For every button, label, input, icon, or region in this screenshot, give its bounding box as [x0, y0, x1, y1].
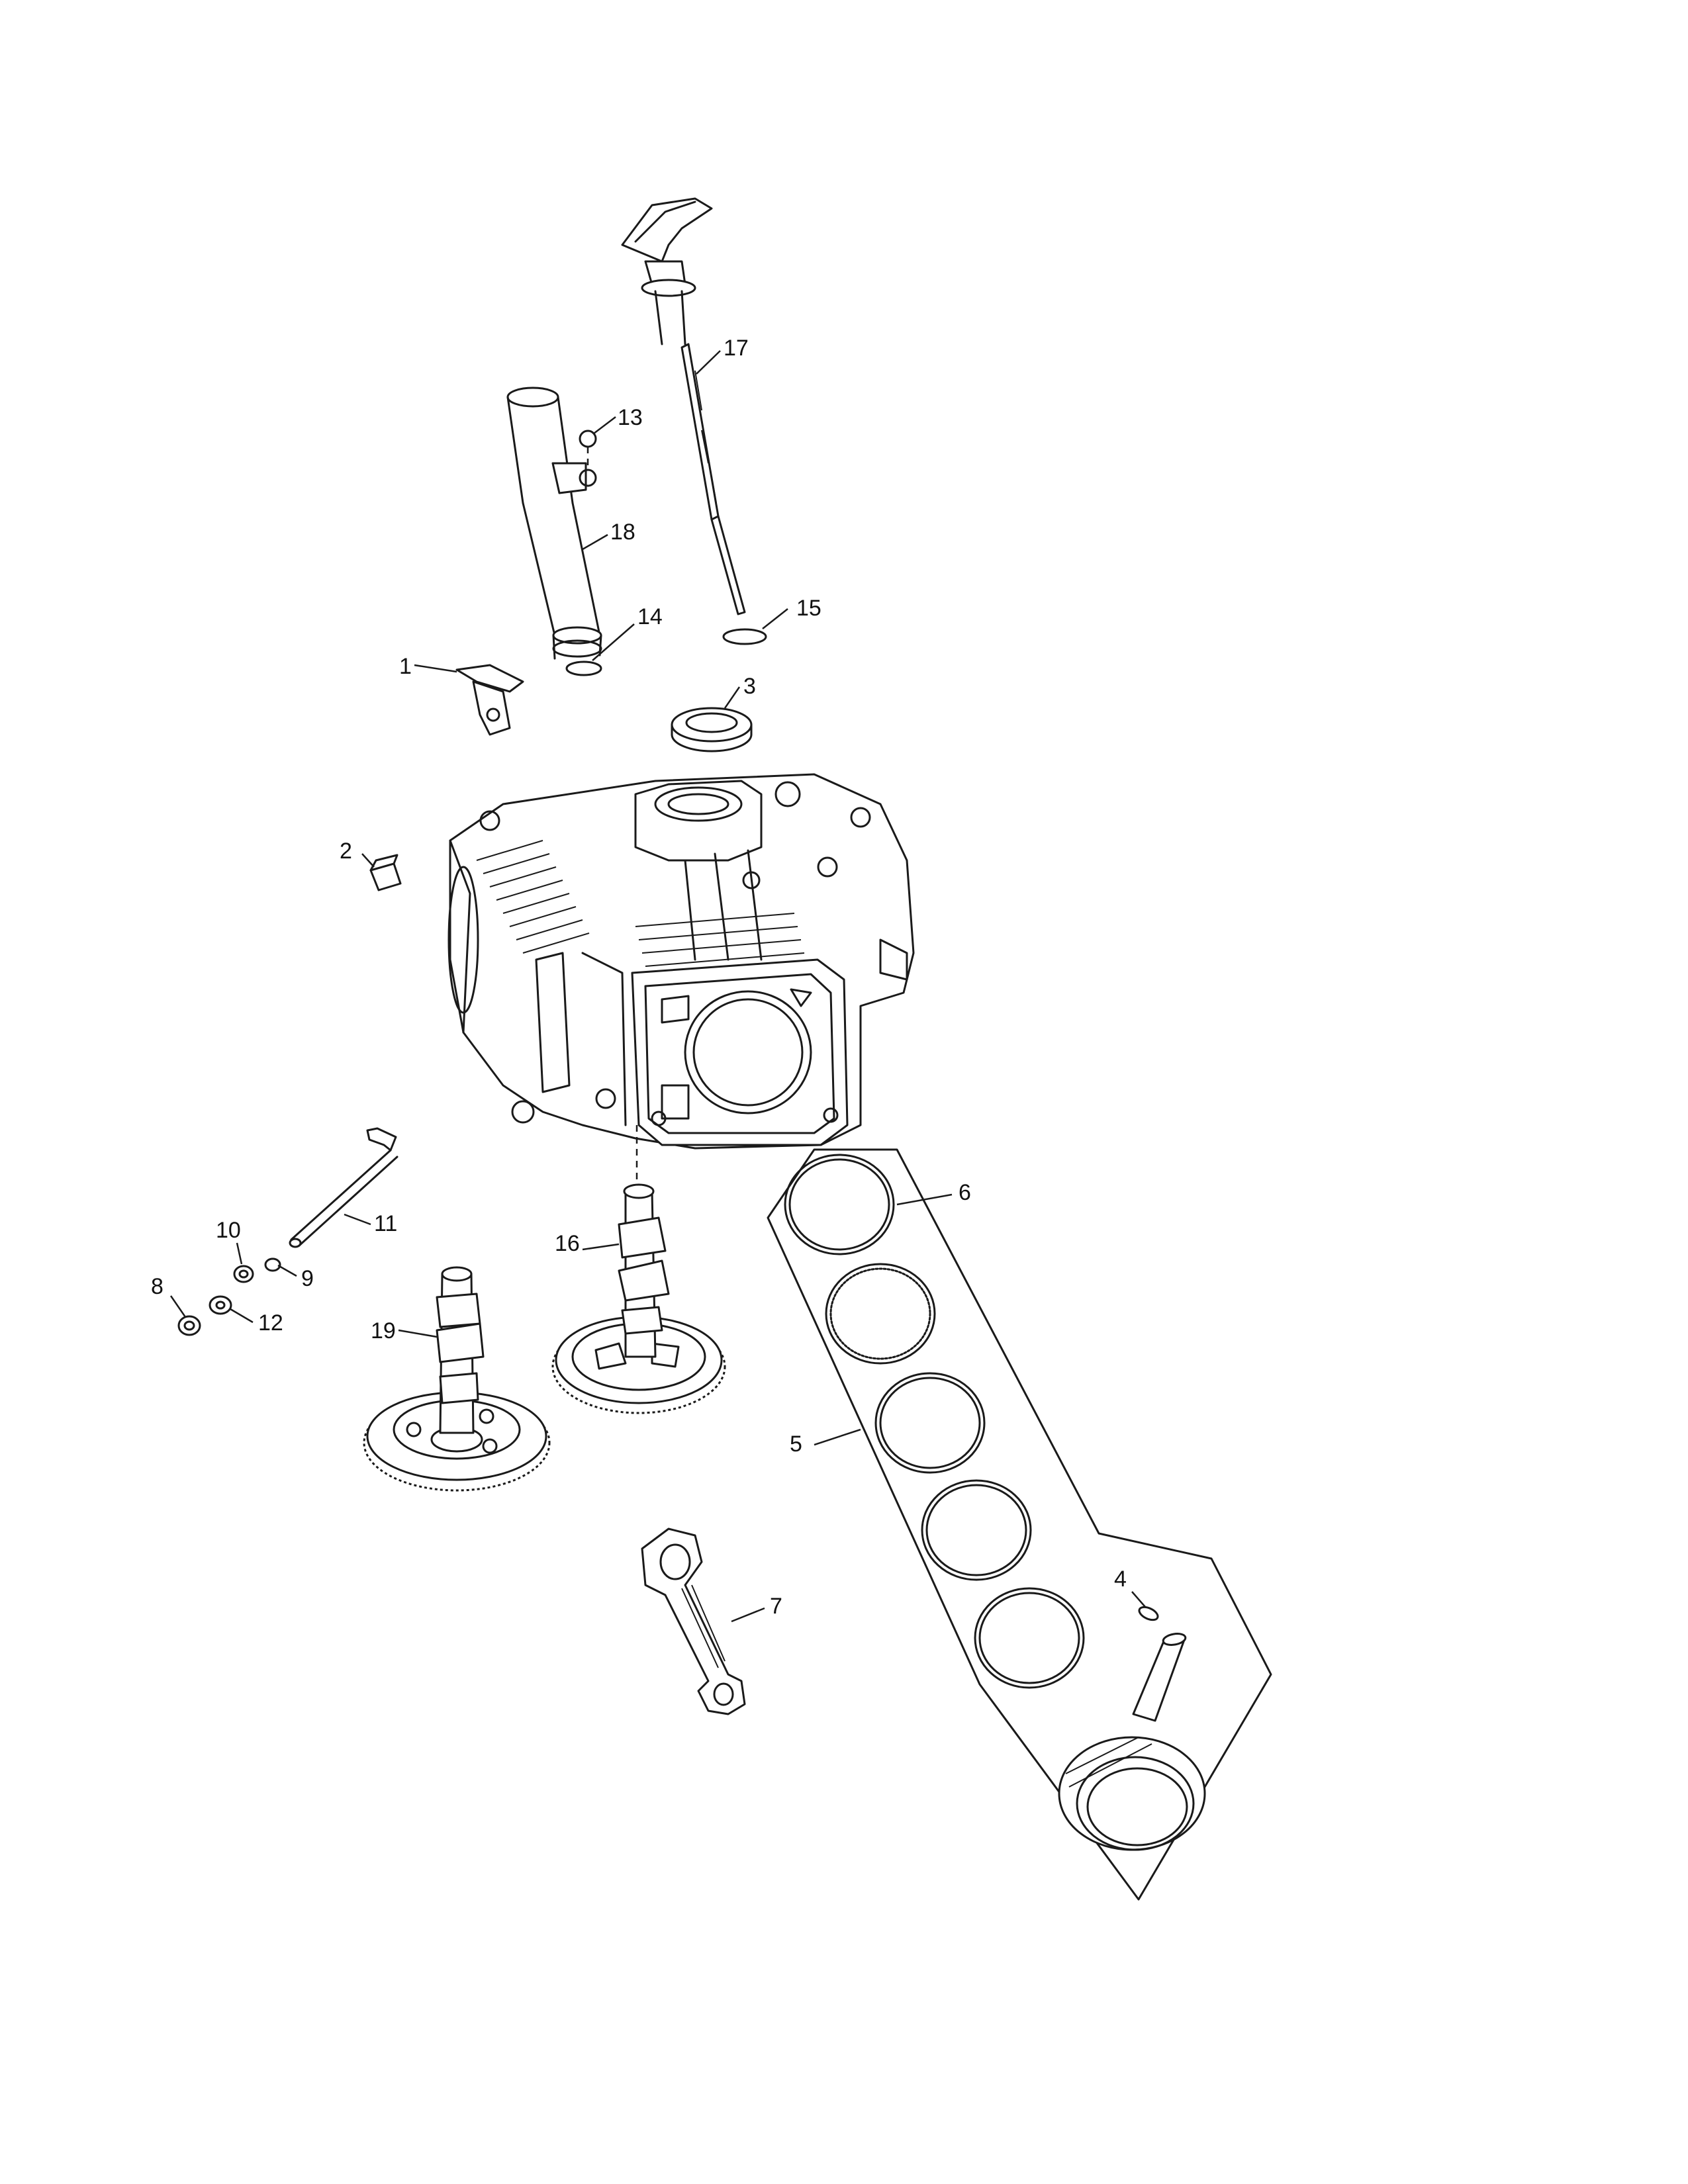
nut: [579, 430, 597, 448]
callout-9: 9: [301, 1266, 314, 1291]
piston-pin-clip: [1138, 1606, 1159, 1621]
washer-8: [177, 1315, 201, 1336]
rod: [289, 1127, 399, 1248]
block-plug: [369, 854, 402, 891]
camshaft-19: [363, 1266, 551, 1492]
callout-16: 16: [555, 1231, 580, 1256]
callout-2: 2: [340, 839, 352, 864]
piston-ring-2: [825, 1263, 936, 1365]
callout-18: 18: [610, 520, 635, 545]
crankcase-block: [447, 773, 915, 1150]
piston-ring-4: [921, 1479, 1032, 1581]
callout-1: 1: [399, 654, 412, 679]
piston-kit-outline: [767, 1148, 1272, 1901]
washer-10: [233, 1265, 254, 1283]
callout-17: 17: [724, 336, 749, 361]
callout-14: 14: [637, 604, 663, 629]
piston-ring-1: [784, 1154, 895, 1255]
piston-ring-3: [874, 1372, 986, 1474]
callout-7: 7: [770, 1594, 782, 1619]
piston-ring-5: [974, 1587, 1085, 1689]
washer-12: [209, 1295, 232, 1315]
callout-19: 19: [371, 1318, 396, 1343]
bracket: [455, 664, 524, 736]
callout-6: 6: [959, 1180, 971, 1205]
o-ring-14: [565, 660, 602, 676]
washer-9: [264, 1257, 281, 1272]
callout-5: 5: [790, 1432, 802, 1457]
callout-3: 3: [743, 674, 756, 699]
connecting-rod: [641, 1527, 746, 1715]
callout-4: 4: [1114, 1567, 1127, 1592]
piston: [1058, 1736, 1206, 1851]
callout-12: 12: [258, 1310, 283, 1336]
leader-lines: [169, 350, 1146, 1623]
camshaft-16: [551, 1183, 726, 1414]
dipstick: [621, 197, 746, 615]
callout-8: 8: [151, 1274, 164, 1299]
callout-13: 13: [618, 405, 643, 430]
callout-10: 10: [216, 1218, 241, 1243]
oil-seal: [671, 707, 753, 752]
callout-15: 15: [796, 596, 821, 621]
o-ring-15: [722, 628, 767, 645]
dipstick-tube: [506, 387, 602, 660]
callout-11: 11: [374, 1211, 397, 1236]
piston-pin: [1132, 1633, 1187, 1722]
callout-labels: 1 2 3 4 5 6 7 8 9 10 11 12 13 14 15 16 1…: [151, 336, 1127, 1619]
